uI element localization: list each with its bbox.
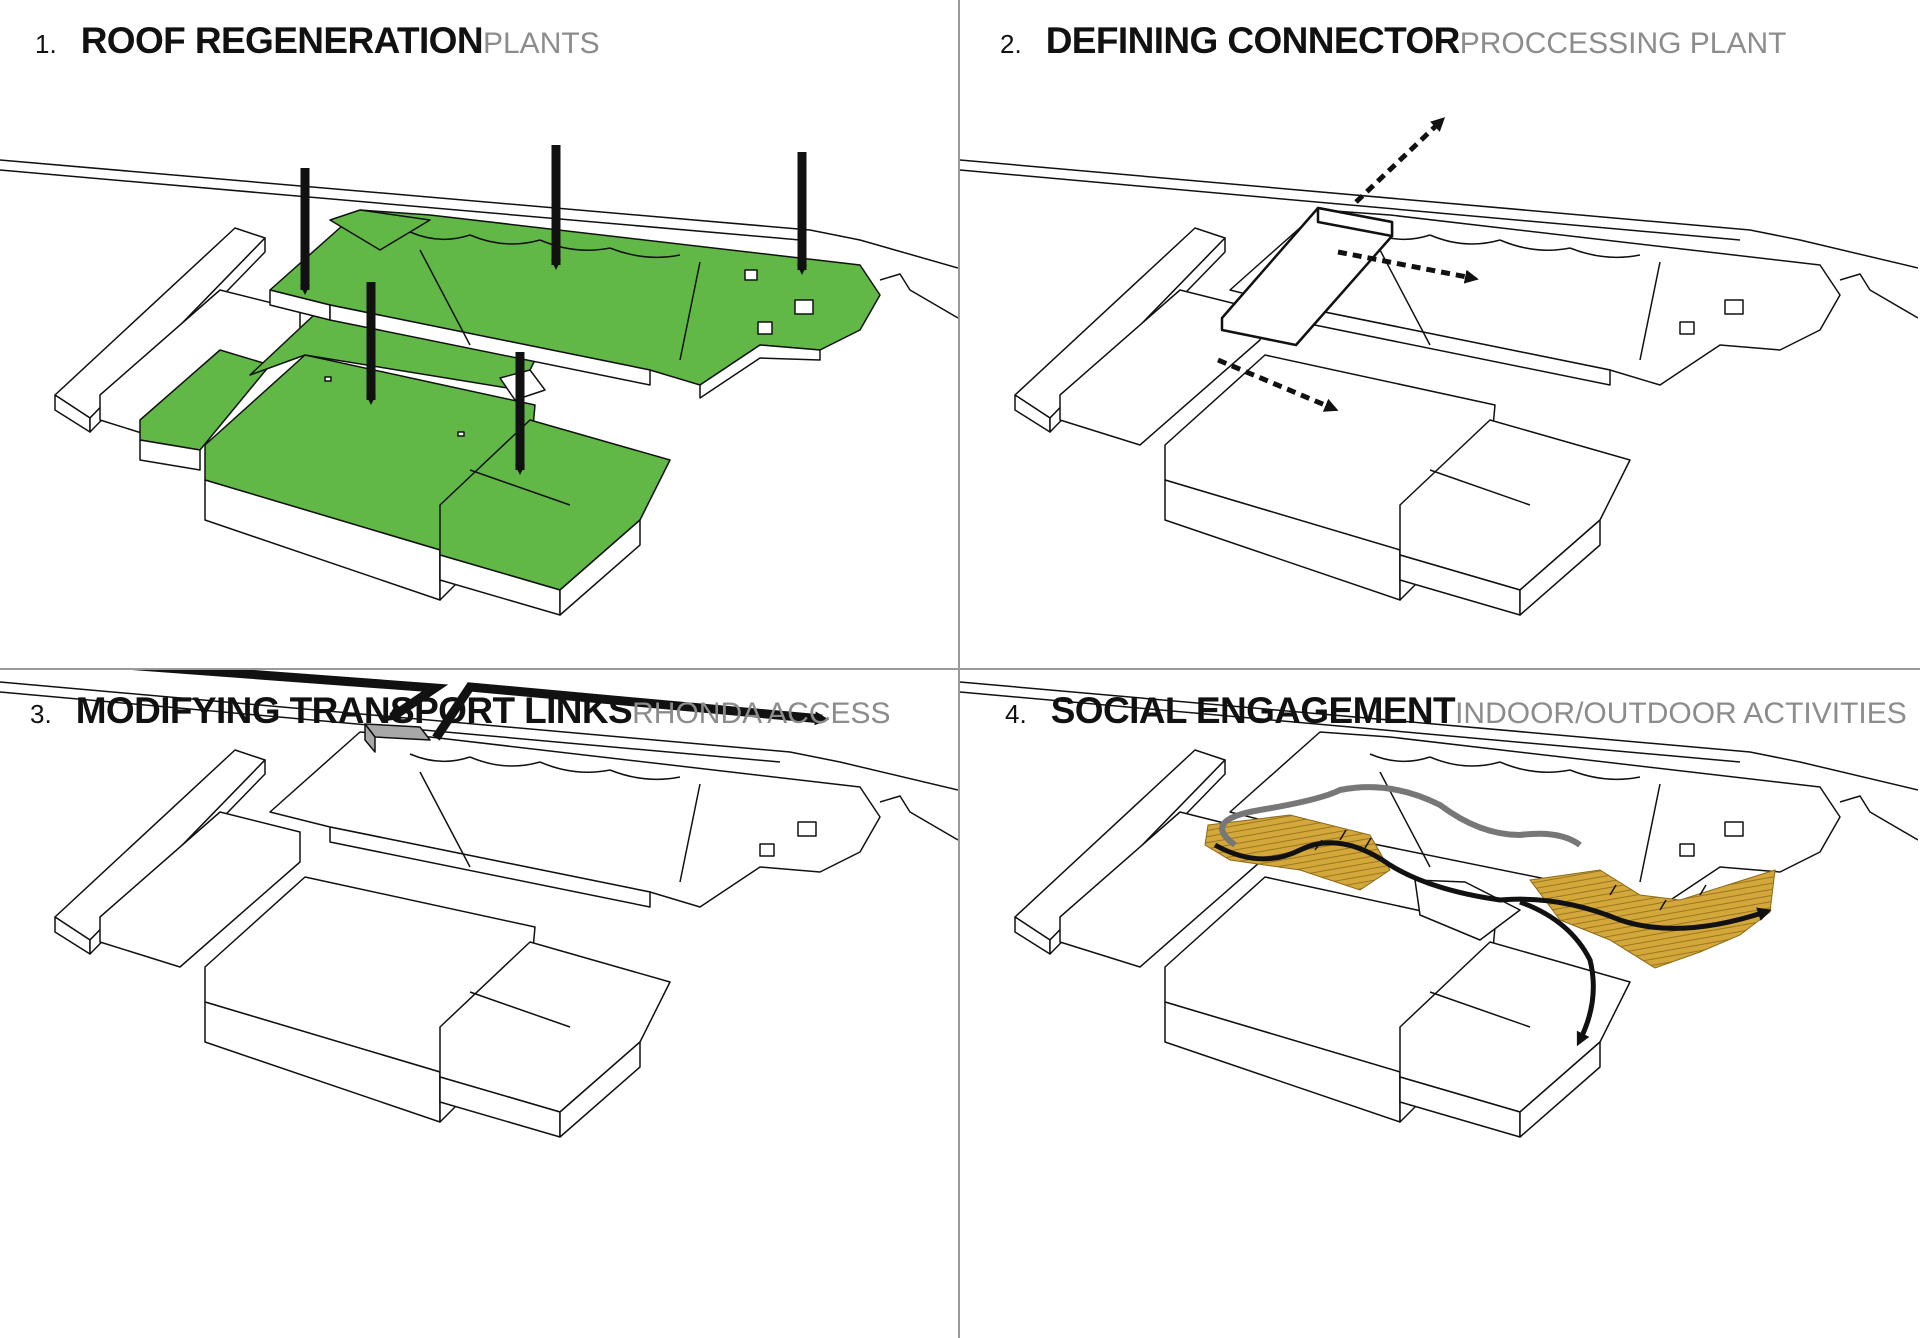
- panel-heading: 1. ROOF REGENERATIONPLANTS: [35, 22, 600, 59]
- panel-subtitle: RHONDA ACCESS: [632, 697, 891, 730]
- panel-defining-connector: 2. DEFINING CONNECTORPROCCESSING PLANT: [960, 0, 1918, 668]
- panel-number: 2.: [1000, 29, 1022, 59]
- panel-number: 3.: [30, 699, 52, 729]
- panel-title: DEFINING CONNECTOR: [1045, 20, 1461, 61]
- panel-number: 4.: [1005, 699, 1027, 729]
- panel-number: 1.: [35, 29, 57, 59]
- panel-social-engagement: 4. SOCIAL ENGAGEMENTINDOOR/OUTDOOR ACTIVI…: [960, 670, 1918, 1338]
- transport-links-drawing: [0, 670, 958, 1138]
- dashed-arrow-icon: [1217, 117, 1479, 412]
- panel-title: MODIFYING TRANSPORT LINKS: [75, 690, 633, 731]
- panel-title: SOCIAL ENGAGEMENT: [1050, 690, 1456, 731]
- social-engagement-drawing: [960, 681, 1918, 1138]
- panel-heading: 4. SOCIAL ENGAGEMENTINDOOR/OUTDOOR ACTIVI…: [1005, 692, 1907, 729]
- panel-subtitle: PLANTS: [482, 27, 600, 60]
- small-arrow-icons: [1314, 829, 1707, 911]
- route-arrow-icon: [131, 670, 829, 741]
- panel-subtitle: INDOOR/OUTDOOR ACTIVITIES: [1455, 697, 1907, 730]
- defining-connector-drawing: [960, 117, 1918, 616]
- panel-roof-regeneration: 1. ROOF REGENERATIONPLANTS: [0, 0, 958, 668]
- panel-heading: 3. MODIFYING TRANSPORT LINKSRHONDA ACCESS: [30, 692, 891, 729]
- flow-arrow-icon: [1213, 840, 1772, 1047]
- roof-regeneration-drawing: [0, 145, 958, 616]
- horizontal-divider: [0, 668, 1920, 670]
- route-path: [1219, 784, 1582, 848]
- panel-heading: 2. DEFINING CONNECTORPROCCESSING PLANT: [1000, 22, 1786, 59]
- panel-title: ROOF REGENERATION: [80, 20, 484, 61]
- panel-subtitle: PROCCESSING PLANT: [1459, 27, 1787, 60]
- arrow-down-icon: [300, 145, 807, 475]
- panel-modifying-transport-links: 3. MODIFYING TRANSPORT LINKSRHONDA ACCESS: [0, 670, 958, 1338]
